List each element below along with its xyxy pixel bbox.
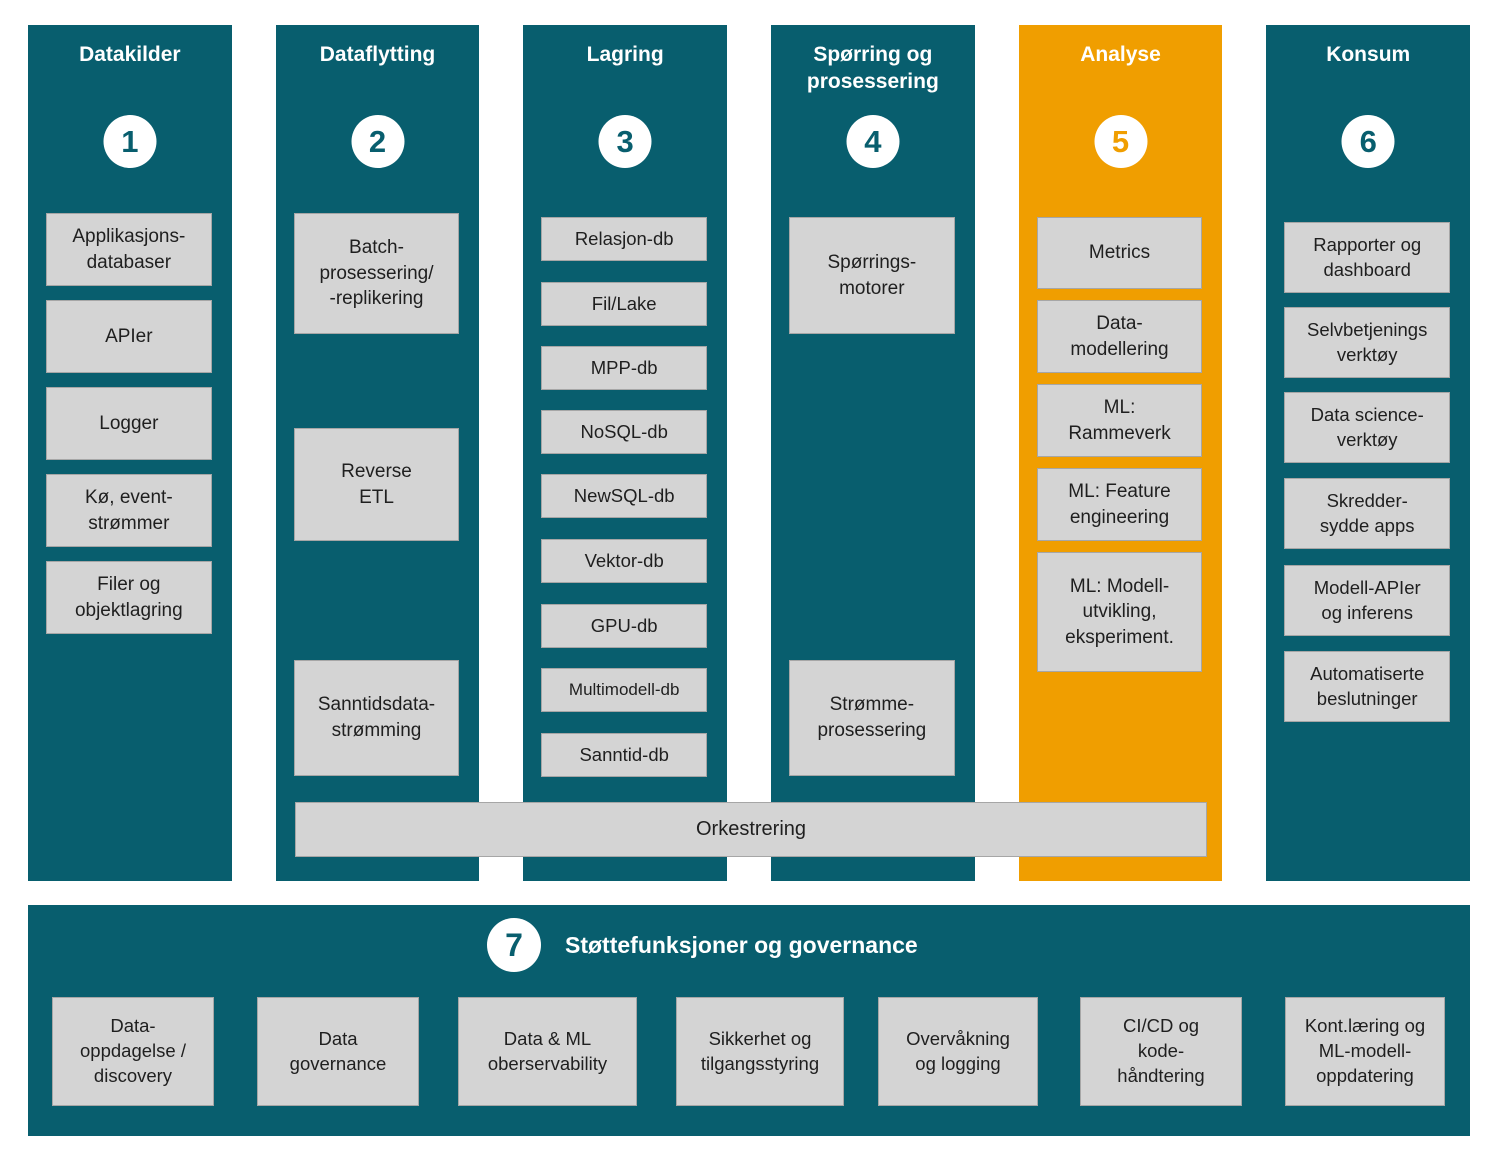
item-box: Data & ML oberservability [458,997,637,1106]
step-number-badge: 4 [846,115,900,168]
item-box: NoSQL-db [541,410,708,454]
item-box: Overvåkning og logging [878,997,1038,1106]
item-box: Fil/Lake [541,282,708,326]
item-box: Skredder- sydde apps [1284,478,1451,549]
orchestration-bar: Orkestrering [295,802,1207,857]
item-box: Data governance [257,997,419,1106]
item-box: Batch- prosessering/ -replikering [293,213,460,334]
item-box: Selvbetjenings verktøy [1284,307,1451,378]
item-box: NewSQL-db [541,474,708,518]
step-number-badge: 2 [351,115,404,168]
step-number-badge: 6 [1341,115,1395,168]
column-title: Datakilder [79,43,181,66]
item-box: Strømme- prosessering [789,660,955,776]
step-number-badge: 1 [103,115,157,168]
step-number-badge: 5 [1094,115,1148,168]
item-box: Kø, event- strømmer [46,474,212,547]
item-box: Multimodell-db [541,668,708,712]
item-box: Applikasjons- databaser [46,213,212,286]
item-box: Vektor-db [541,539,708,583]
item-box: Automatiserte beslutninger [1284,651,1451,722]
item-box: Sanntid-db [541,733,708,777]
column-datakilder: Datakilder 1 Applikasjons- databaser API… [28,25,232,881]
item-box: CI/CD og kode- håndtering [1080,997,1242,1106]
step-number-badge: 3 [598,115,652,168]
step-number-badge: 7 [487,918,541,972]
support-governance-bar: 7 Støttefunksjoner og governance Data- o… [28,905,1470,1136]
item-box: APIer [46,300,212,373]
item-box: Rapporter og dashboard [1284,222,1451,293]
column-dataflytting: Dataflytting 2 Batch- prosessering/ -rep… [275,25,480,881]
column-analyse: Analyse 5 Metrics Data- modellering ML: … [1018,25,1223,881]
column-title: Dataflytting [319,43,436,66]
item-box: Modell-APIer og inferens [1284,565,1451,636]
support-bar-title: Støttefunksjoner og governance [565,931,918,958]
item-box: Kont.læring og ML-modell- oppdatering [1285,997,1445,1106]
item-box: Reverse ETL [293,428,460,541]
item-box: Logger [46,387,212,460]
column-title: Konsum [1326,43,1411,66]
item-box: Metrics [1036,217,1203,289]
item-box: Relasjon-db [541,217,708,261]
column-title: Analyse [1080,43,1161,66]
item-box: Sanntidsdata- strømming [293,660,460,776]
item-box: Sikkerhet og tilgangsstyring [676,997,844,1106]
item-box: Data- modellering [1036,300,1203,373]
columns-row: Datakilder 1 Applikasjons- databaser API… [28,25,1471,881]
column-lagring: Lagring 3 Relasjon-db Fil/Lake MPP-db No… [523,25,728,881]
item-box: ML: Feature engineering [1036,468,1203,541]
column-konsum: Konsum 6 Rapporter og dashboard Selvbetj… [1266,25,1471,881]
item-box: Spørrings- motorer [789,217,955,334]
item-box: Filer og objektlagring [46,561,212,634]
item-box: MPP-db [541,346,708,390]
column-sporring-og-prosessering: Spørring og prosessering 4 Spørrings- mo… [771,25,975,881]
item-box: Data science- verktøy [1284,392,1451,463]
item-box: ML: Rammeverk [1036,384,1203,457]
item-box: ML: Modell- utvikling, eksperiment. [1036,552,1203,672]
column-title: Spørring og prosessering [806,43,939,94]
column-title: Lagring [586,43,664,66]
item-box: Data- oppdagelse / discovery [52,997,214,1106]
item-box: GPU-db [541,604,708,648]
